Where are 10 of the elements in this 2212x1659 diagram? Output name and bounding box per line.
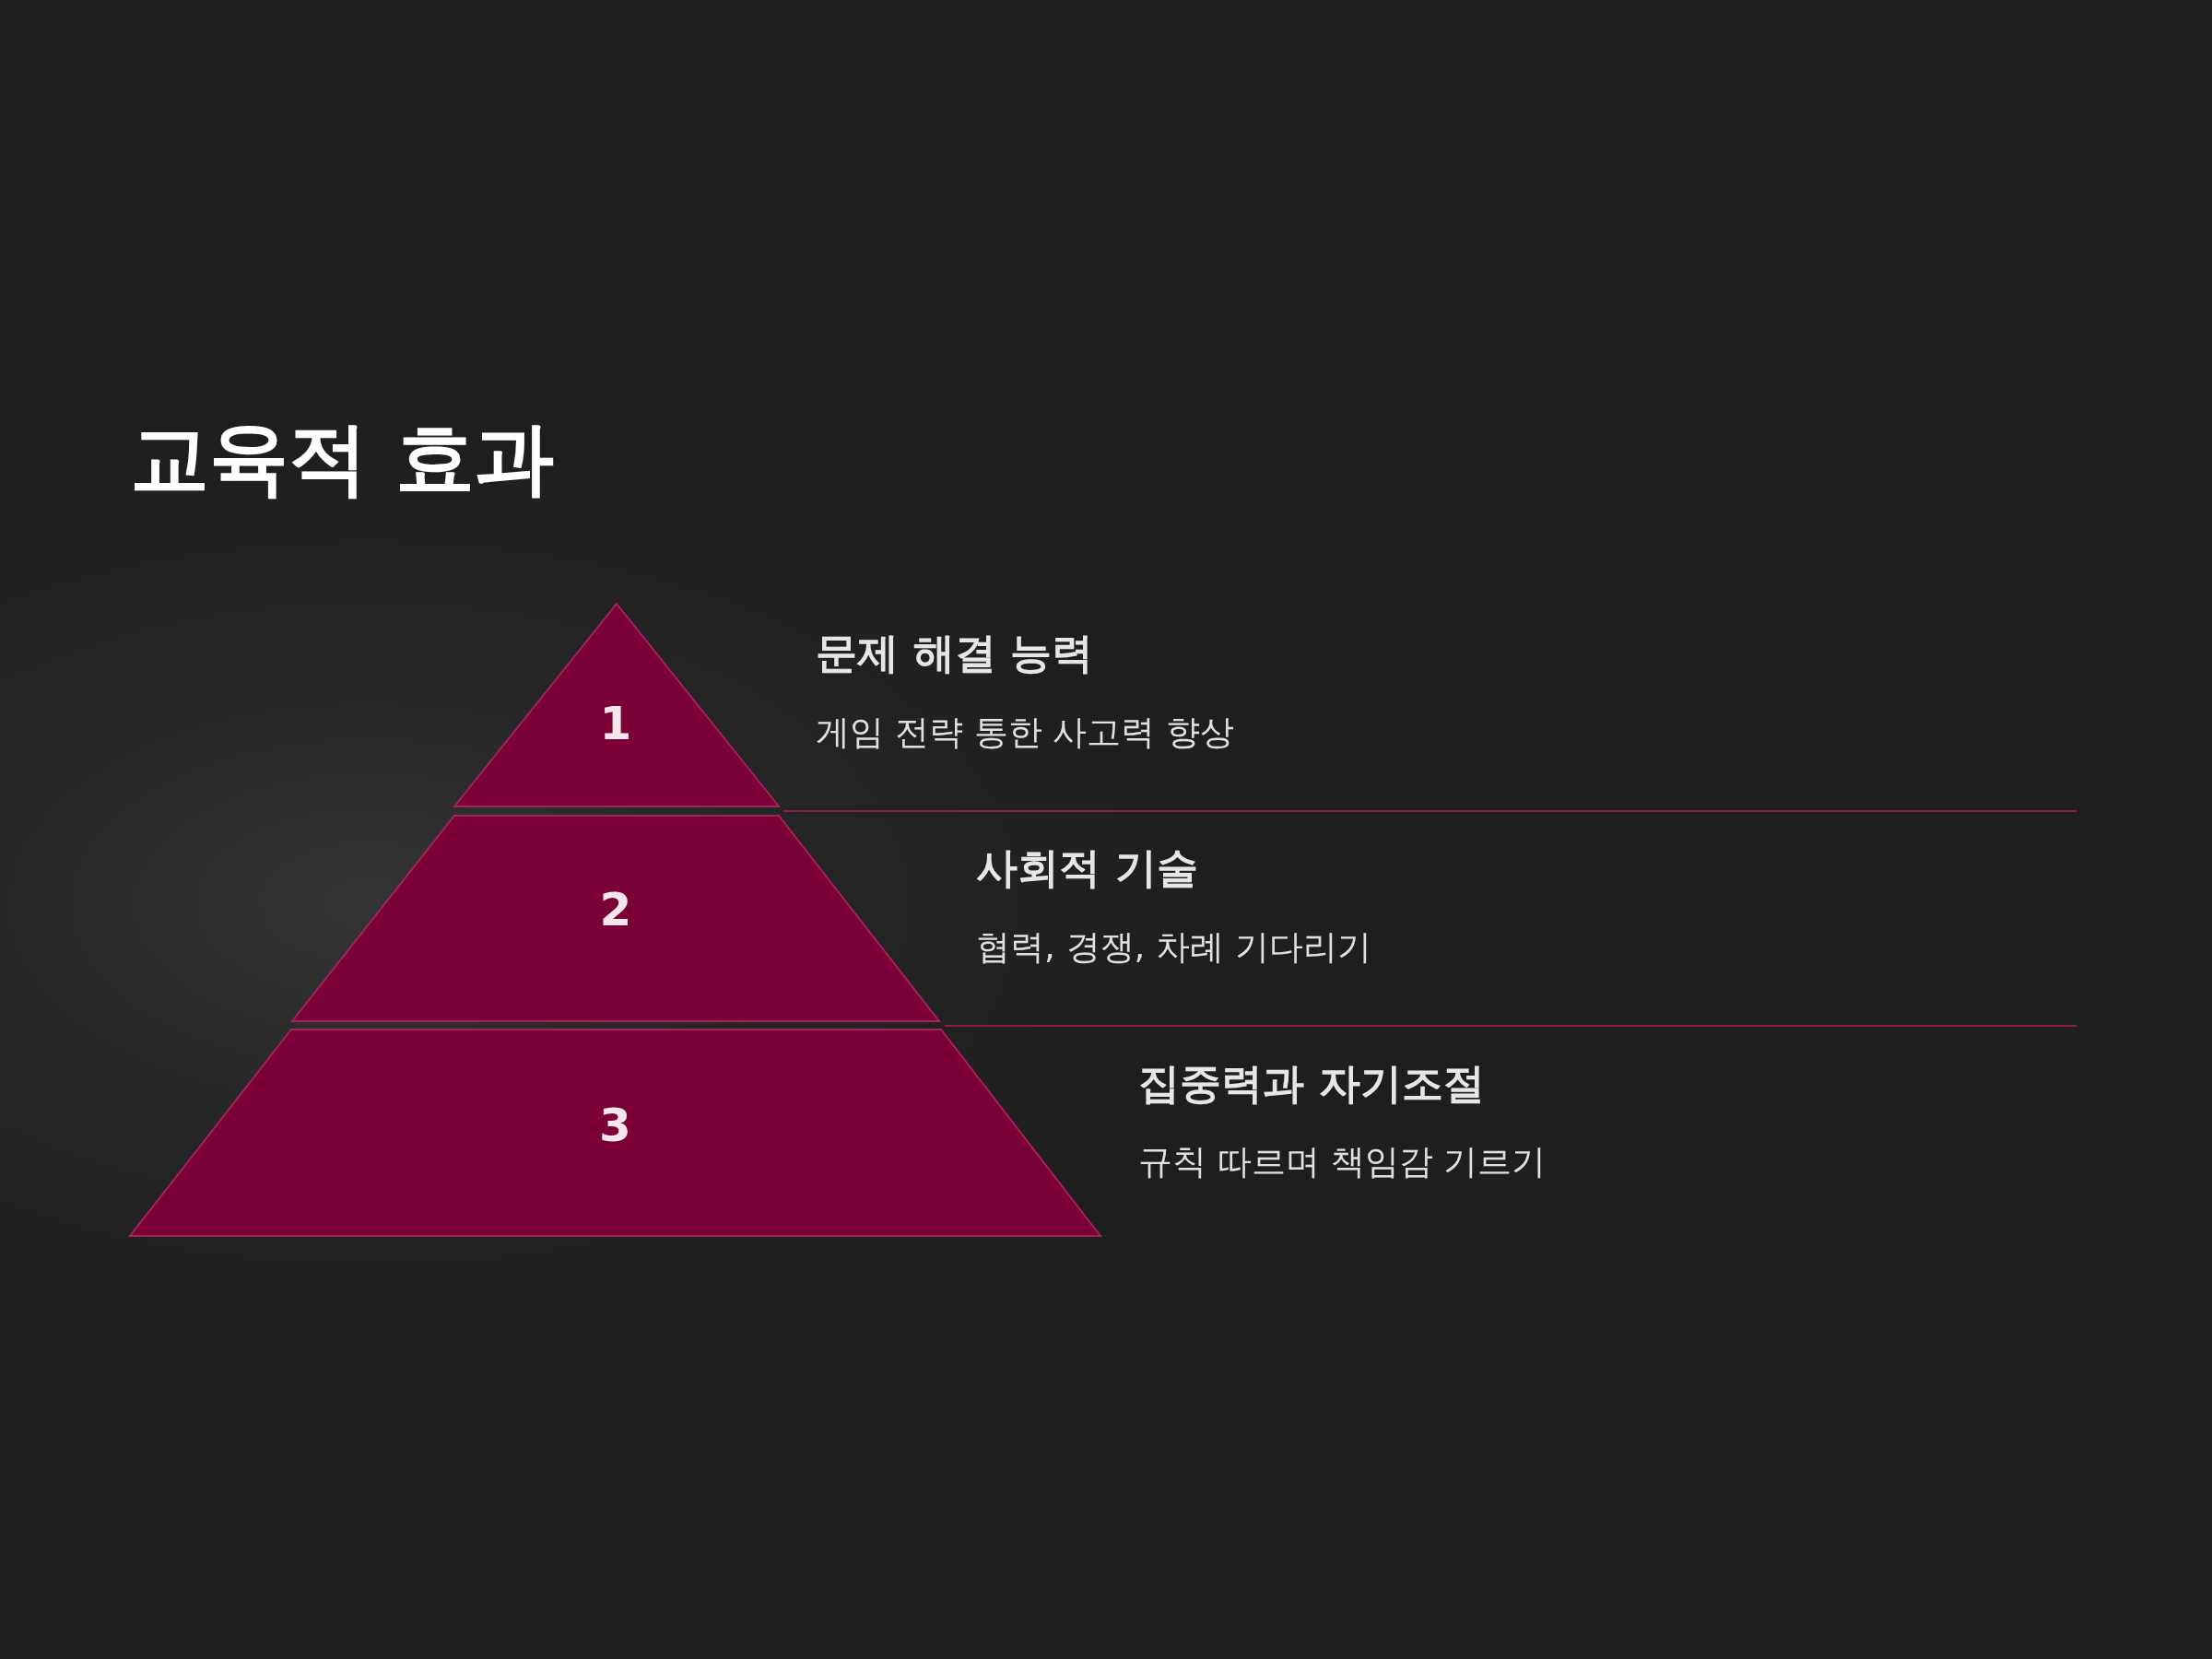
tier-description: 게임 전략 통한 사고력 향상 — [816, 712, 1235, 754]
tier-heading: 집중력과 자기조절 — [1138, 1059, 1485, 1109]
tier-heading: 문제 해결 능력 — [816, 629, 1094, 678]
slide-title: 교육적 효과 — [130, 411, 554, 506]
tier-number: 3 — [599, 1102, 631, 1148]
tier-number: 1 — [599, 700, 632, 747]
tier-number: 2 — [599, 887, 632, 933]
tier-description: 협력, 경쟁, 차례 기다리기 — [976, 927, 1371, 969]
tier-description: 규칙 따르며 책임감 기르기 — [1138, 1142, 1547, 1183]
tier-heading: 사회적 기술 — [976, 843, 1198, 893]
